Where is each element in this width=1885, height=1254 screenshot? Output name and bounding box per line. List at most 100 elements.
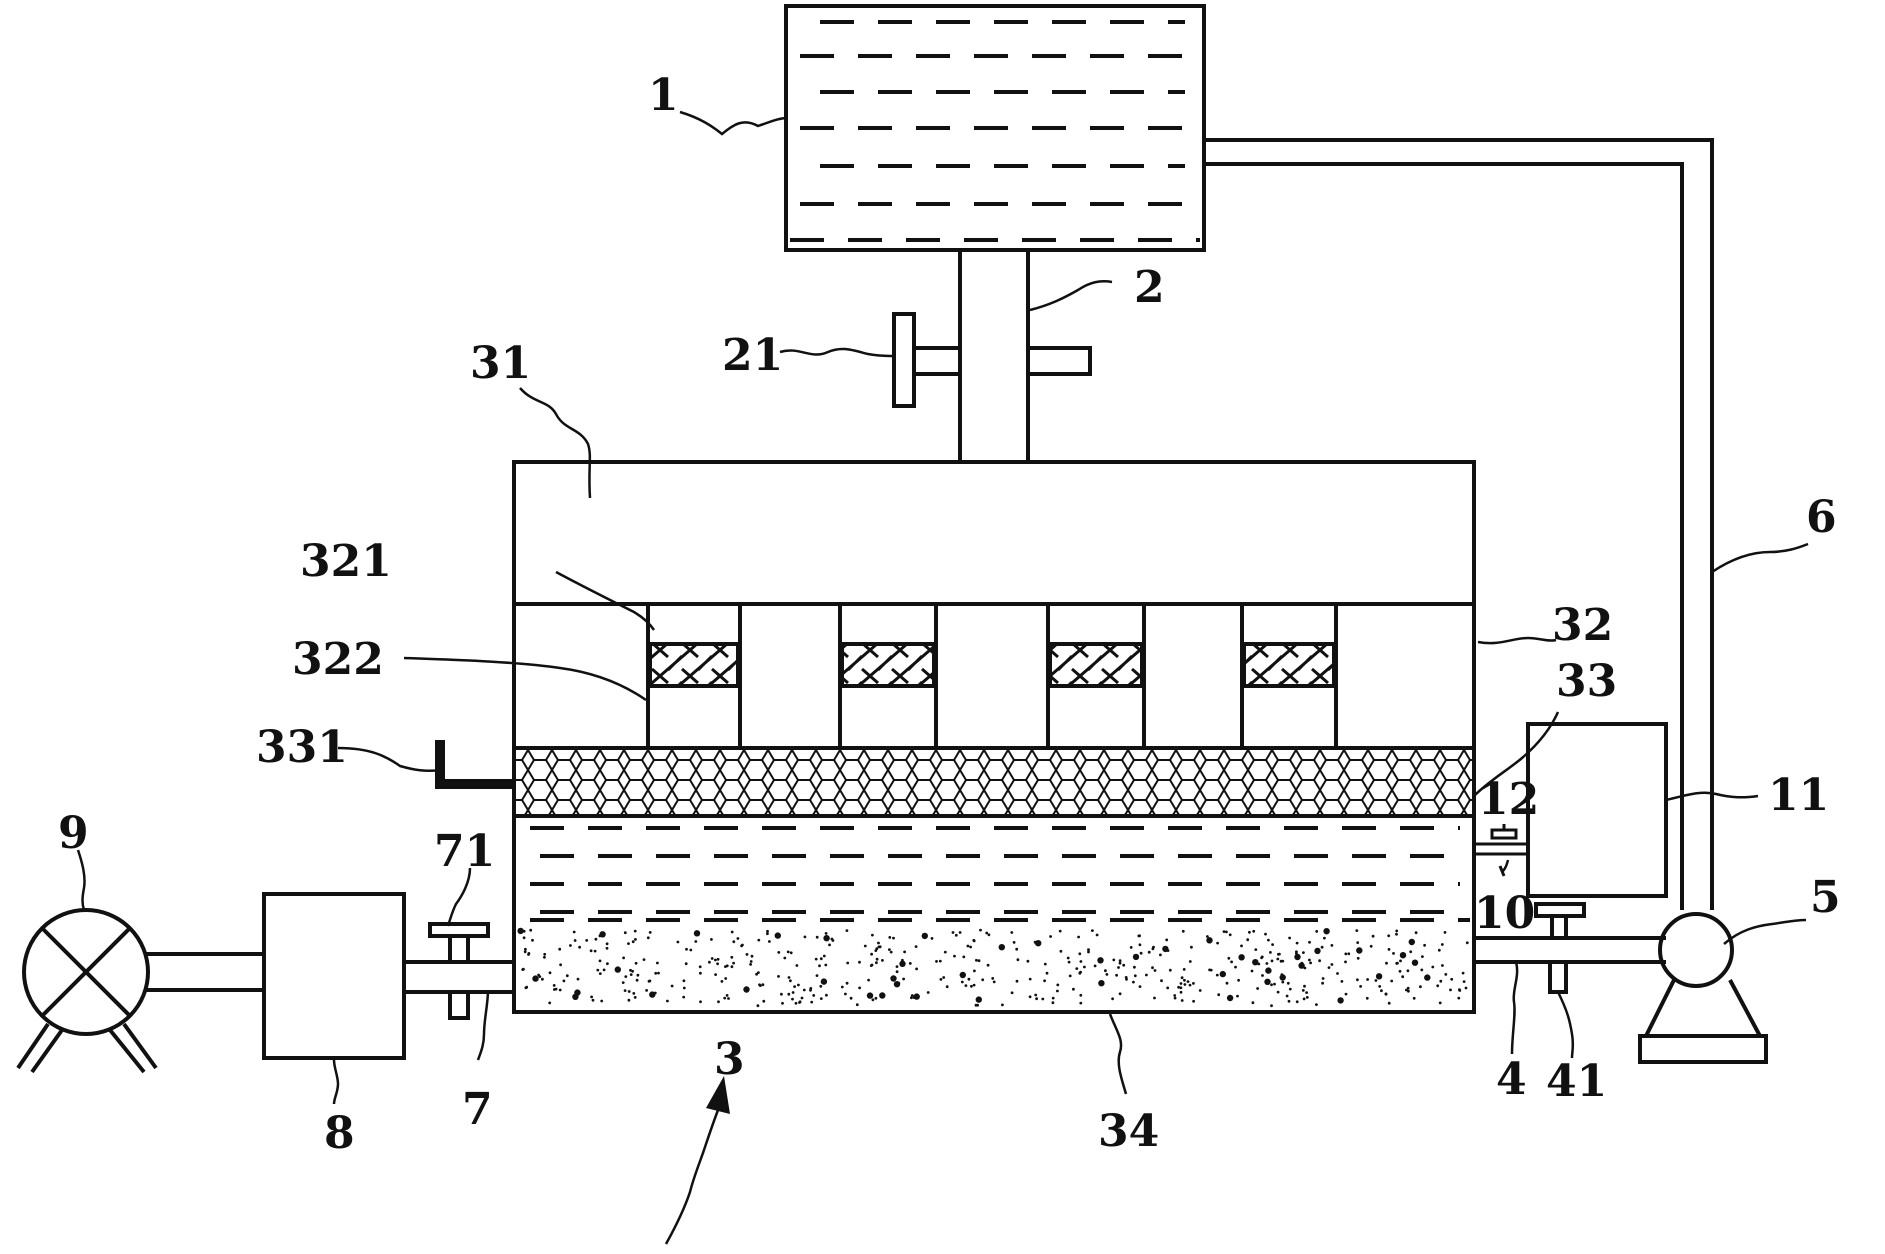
sediment-particle <box>553 988 556 991</box>
sediment-particle <box>605 942 609 946</box>
sediment-particle <box>945 985 949 989</box>
sediment-particle <box>1072 987 1075 991</box>
sediment-particle <box>648 931 652 934</box>
water-surface-lines <box>790 20 1200 242</box>
sediment-particle <box>633 929 637 933</box>
sediment-particle <box>1051 996 1055 1000</box>
sediment-particle <box>1026 959 1030 963</box>
sediment-particle <box>877 941 880 945</box>
sediment-particle <box>985 931 989 935</box>
sediment-particle <box>1398 969 1402 973</box>
sediment-particle <box>815 974 819 977</box>
sediment-particle <box>1265 967 1272 974</box>
sediment-particle <box>858 960 861 964</box>
sediment-particle <box>787 976 791 979</box>
sediment-particle <box>1257 962 1261 966</box>
sediment-particle <box>574 989 581 996</box>
sediment-particle <box>627 998 631 1002</box>
sediment-particle <box>730 955 734 959</box>
sediment-particle <box>656 961 659 965</box>
filter-tank <box>512 460 1476 1014</box>
sediment-particle <box>812 994 816 997</box>
sediment-particle <box>888 936 892 939</box>
sediment-particle <box>1198 989 1202 992</box>
sediment-particle <box>724 977 728 980</box>
sediment-particle <box>598 972 602 975</box>
sediment-particle <box>1462 980 1466 983</box>
sediment-particle <box>1215 973 1219 977</box>
sediment-particle <box>1406 969 1410 973</box>
sediment-particle <box>789 951 793 955</box>
sediment-particle <box>1079 970 1082 974</box>
sediment-particle <box>1180 999 1184 1002</box>
sediment-particle <box>831 939 835 942</box>
sediment-particle <box>1240 944 1243 948</box>
sediment-particle <box>623 989 627 992</box>
sediment-particle <box>1124 976 1128 979</box>
fan <box>16 908 158 1074</box>
sediment-particle <box>1419 985 1422 989</box>
sediment-particle <box>670 984 674 988</box>
sediment-particle <box>824 932 828 935</box>
sediment-particle <box>621 981 625 984</box>
sediment-particle <box>543 952 547 956</box>
sediment-particle <box>749 963 752 966</box>
sediment-particle <box>1270 983 1273 987</box>
sediment-particle <box>1173 994 1177 997</box>
sediment-particle <box>1305 991 1308 994</box>
sediment-particle <box>960 980 964 984</box>
sediment-particle <box>689 948 693 952</box>
sediment-particle <box>1256 987 1259 990</box>
sediment-particle <box>846 961 850 965</box>
sediment-particle <box>1371 934 1375 938</box>
sediment-particle <box>1344 952 1348 956</box>
sediment-particle <box>1340 980 1344 983</box>
sediment-particle <box>1273 982 1276 986</box>
drain-valve <box>428 922 490 1020</box>
sediment-particle <box>552 984 556 987</box>
sediment-particle <box>888 948 891 951</box>
sediment-particle <box>1186 980 1190 983</box>
sediment-particle <box>975 958 978 962</box>
sediment-particle <box>1424 974 1431 981</box>
sediment-particle <box>565 974 569 978</box>
collector <box>262 892 406 1060</box>
sediment-particle <box>943 950 947 954</box>
sediment-particle <box>593 949 597 953</box>
sediment-particle <box>1104 969 1107 973</box>
sediment-particle <box>1067 960 1071 964</box>
sediment-particle <box>1079 993 1083 997</box>
label-outlet-pipe: 4 <box>1496 1054 1527 1105</box>
sediment-particle <box>1365 996 1369 1000</box>
label-inlet-valve: 21 <box>722 330 783 381</box>
sediment-particle <box>874 996 878 1000</box>
sediment-particle <box>820 978 828 985</box>
sediment-particle <box>1356 947 1363 954</box>
sediment-particle <box>1323 928 1330 935</box>
sediment-particle <box>1409 950 1413 954</box>
sediment-particle <box>1179 982 1183 985</box>
sediment-particle <box>953 954 956 958</box>
sediment-particle <box>1068 974 1072 978</box>
label-sediment: 34 <box>1098 1106 1159 1157</box>
sediment-particle <box>871 998 875 1002</box>
sediment-particle <box>614 966 621 973</box>
sediment-particle <box>998 944 1005 951</box>
porous-plate <box>512 746 1476 818</box>
sediment-particle <box>987 933 991 937</box>
sediment-particle <box>1323 936 1326 940</box>
sediment-particle <box>631 940 635 944</box>
sediment-particle <box>573 939 577 942</box>
sediment-particle <box>1411 959 1419 966</box>
sediment-particle <box>1412 996 1416 1000</box>
sediment-particle <box>1450 977 1454 981</box>
sediment-particle <box>523 950 527 954</box>
sediment-particle <box>867 978 870 982</box>
sediment-particle <box>845 981 849 985</box>
sediment-particle <box>975 996 982 1003</box>
sediment-particle <box>1010 991 1014 995</box>
sediment-particle <box>912 996 916 999</box>
sediment-particle <box>1281 980 1285 984</box>
sediment-particle <box>967 977 971 981</box>
label-handle: 331 <box>256 722 348 773</box>
